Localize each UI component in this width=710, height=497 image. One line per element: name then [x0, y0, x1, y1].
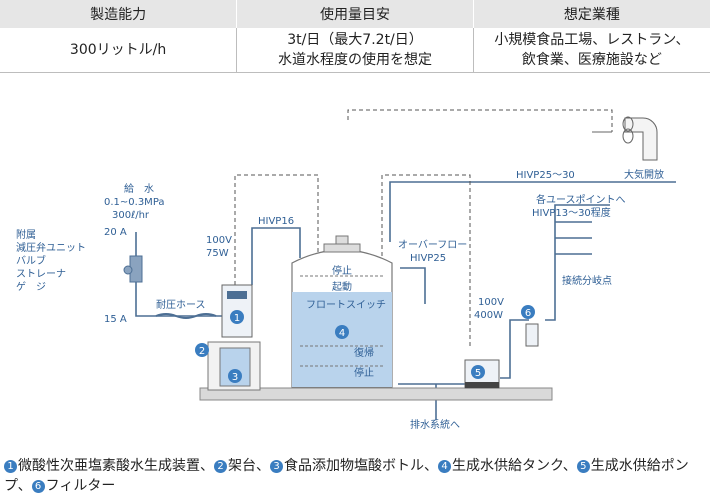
drain-label: 排水系統へ — [410, 418, 460, 431]
legend-text-2: 架台、 — [228, 458, 270, 474]
supply-title: 給 水 — [124, 182, 154, 195]
overflow-pipe — [400, 267, 426, 304]
marker-3: 3 — [228, 369, 242, 383]
use-points-label: 各ユースポイントへ — [536, 193, 626, 206]
pump-outlet-pipe — [500, 319, 529, 379]
branch-point-label: 接続分岐点 — [562, 274, 612, 287]
marker-5-label: 5 — [475, 368, 481, 379]
reducing-valve-unit — [123, 255, 143, 283]
cell-capacity-value: 300リットル/h — [69, 42, 167, 58]
vent-pipe — [389, 181, 676, 242]
accessory-2: バルブ — [16, 254, 46, 267]
overflow-pipe-label: HIVP25 — [410, 253, 446, 264]
vent-pipe-label: HIVP25～30 — [516, 170, 575, 181]
hivp16-label: HIVP16 — [258, 216, 294, 227]
pressure-hose — [155, 313, 217, 319]
cell-usage-line2: 水道水程度の使用を想定 — [277, 52, 432, 68]
unit-power-v: 100V — [206, 235, 232, 246]
tank-return: 復帰 — [354, 346, 374, 359]
legend-num-2: 2 — [214, 460, 227, 473]
marker-4-label: 4 — [339, 328, 345, 339]
system-diagram: 給 水 0.1~0.3MPa 300ℓ/hr 20 A 15 A 附属 減圧弁ユ… — [16, 109, 676, 431]
accessory-1: 減圧弁ユニット — [16, 241, 86, 254]
accessory-0: 附属 — [16, 228, 36, 241]
hivp16-pipe — [251, 227, 301, 285]
marker-3-label: 3 — [232, 372, 238, 383]
accessory-3: ストレーナ — [16, 268, 66, 280]
legend-text-5: 生成水供給ポンプ、 — [4, 458, 689, 494]
signal-line-vent — [347, 109, 613, 132]
filter — [525, 323, 539, 347]
tank-float-switch: フロートスイッチ — [306, 299, 386, 311]
header-capacity: 製造能力 — [0, 0, 238, 28]
cell-industry-line1: 小規模食品工場、レストラン、 — [494, 32, 690, 48]
cell-industry-line2: 飲食業、医療施設など — [521, 52, 662, 68]
marker-6-label: 6 — [525, 308, 531, 319]
use-point-pipe — [545, 204, 610, 321]
legend-text-6: フィルター — [45, 478, 116, 494]
pipe-15a: 15 A — [104, 314, 127, 325]
legend-text-3: 食品添加物塩酸ボトル、 — [284, 458, 438, 474]
cell-usage-line1: 3t/日（最大7.2t/日） — [287, 32, 423, 48]
marker-2-label: 2 — [199, 346, 205, 357]
use-pipe-label: HIVP13～30程度 — [532, 206, 611, 219]
marker-6: 6 — [521, 305, 535, 319]
tank-stop-bottom: 停止 — [354, 366, 374, 379]
vent-head-icon — [592, 116, 658, 161]
hose-label: 耐圧ホース — [156, 298, 206, 311]
accessory-4: ゲ ジ — [16, 281, 46, 293]
legend-num-5: 5 — [576, 460, 590, 473]
overflow-label: オーバーフロー — [398, 239, 467, 251]
legend-num-6: 6 — [31, 480, 45, 493]
signal-line-pump — [381, 174, 471, 348]
supply-tank — [291, 235, 393, 388]
header-industry: 想定業種 — [473, 0, 710, 28]
legend-num-3: 3 — [270, 460, 283, 473]
legend-text-4: 生成水供給タンク、 — [452, 458, 577, 474]
header-usage: 使用量目安 — [236, 0, 474, 28]
base-platform — [199, 387, 553, 401]
supply-flow: 300ℓ/hr — [112, 210, 150, 221]
marker-2: 2 — [195, 343, 209, 357]
marker-1: 1 — [230, 310, 244, 324]
cell-usage: 3t/日（最大7.2t/日） 水道水程度の使用を想定 — [236, 28, 474, 73]
cell-capacity: 300リットル/h — [0, 28, 238, 73]
pump-power-w: 400W — [474, 310, 503, 321]
spec-table: 製造能力 使用量目安 想定業種 300リットル/h 3t/日（最大7.2t/日）… — [0, 0, 710, 73]
marker-5: 5 — [471, 365, 485, 379]
cell-industry: 小規模食品工場、レストラン、 飲食業、医療施設など — [473, 28, 710, 73]
legend-text-1: 微酸性次亜塩素酸水生成装置、 — [18, 458, 214, 474]
pipe-20a: 20 A — [104, 227, 127, 238]
legend-num-4: 4 — [438, 460, 451, 473]
unit-power-w: 75W — [206, 248, 229, 259]
marker-1-label: 1 — [234, 313, 240, 324]
legend-num-1: 1 — [4, 460, 17, 473]
tank-start: 起動 — [332, 280, 352, 293]
tank-stop-top: 停止 — [332, 264, 352, 277]
marker-4: 4 — [335, 325, 349, 339]
pump-power-v: 100V — [478, 297, 504, 308]
vent-label: 大気開放 — [624, 168, 664, 181]
supply-pressure: 0.1~0.3MPa — [104, 197, 165, 208]
